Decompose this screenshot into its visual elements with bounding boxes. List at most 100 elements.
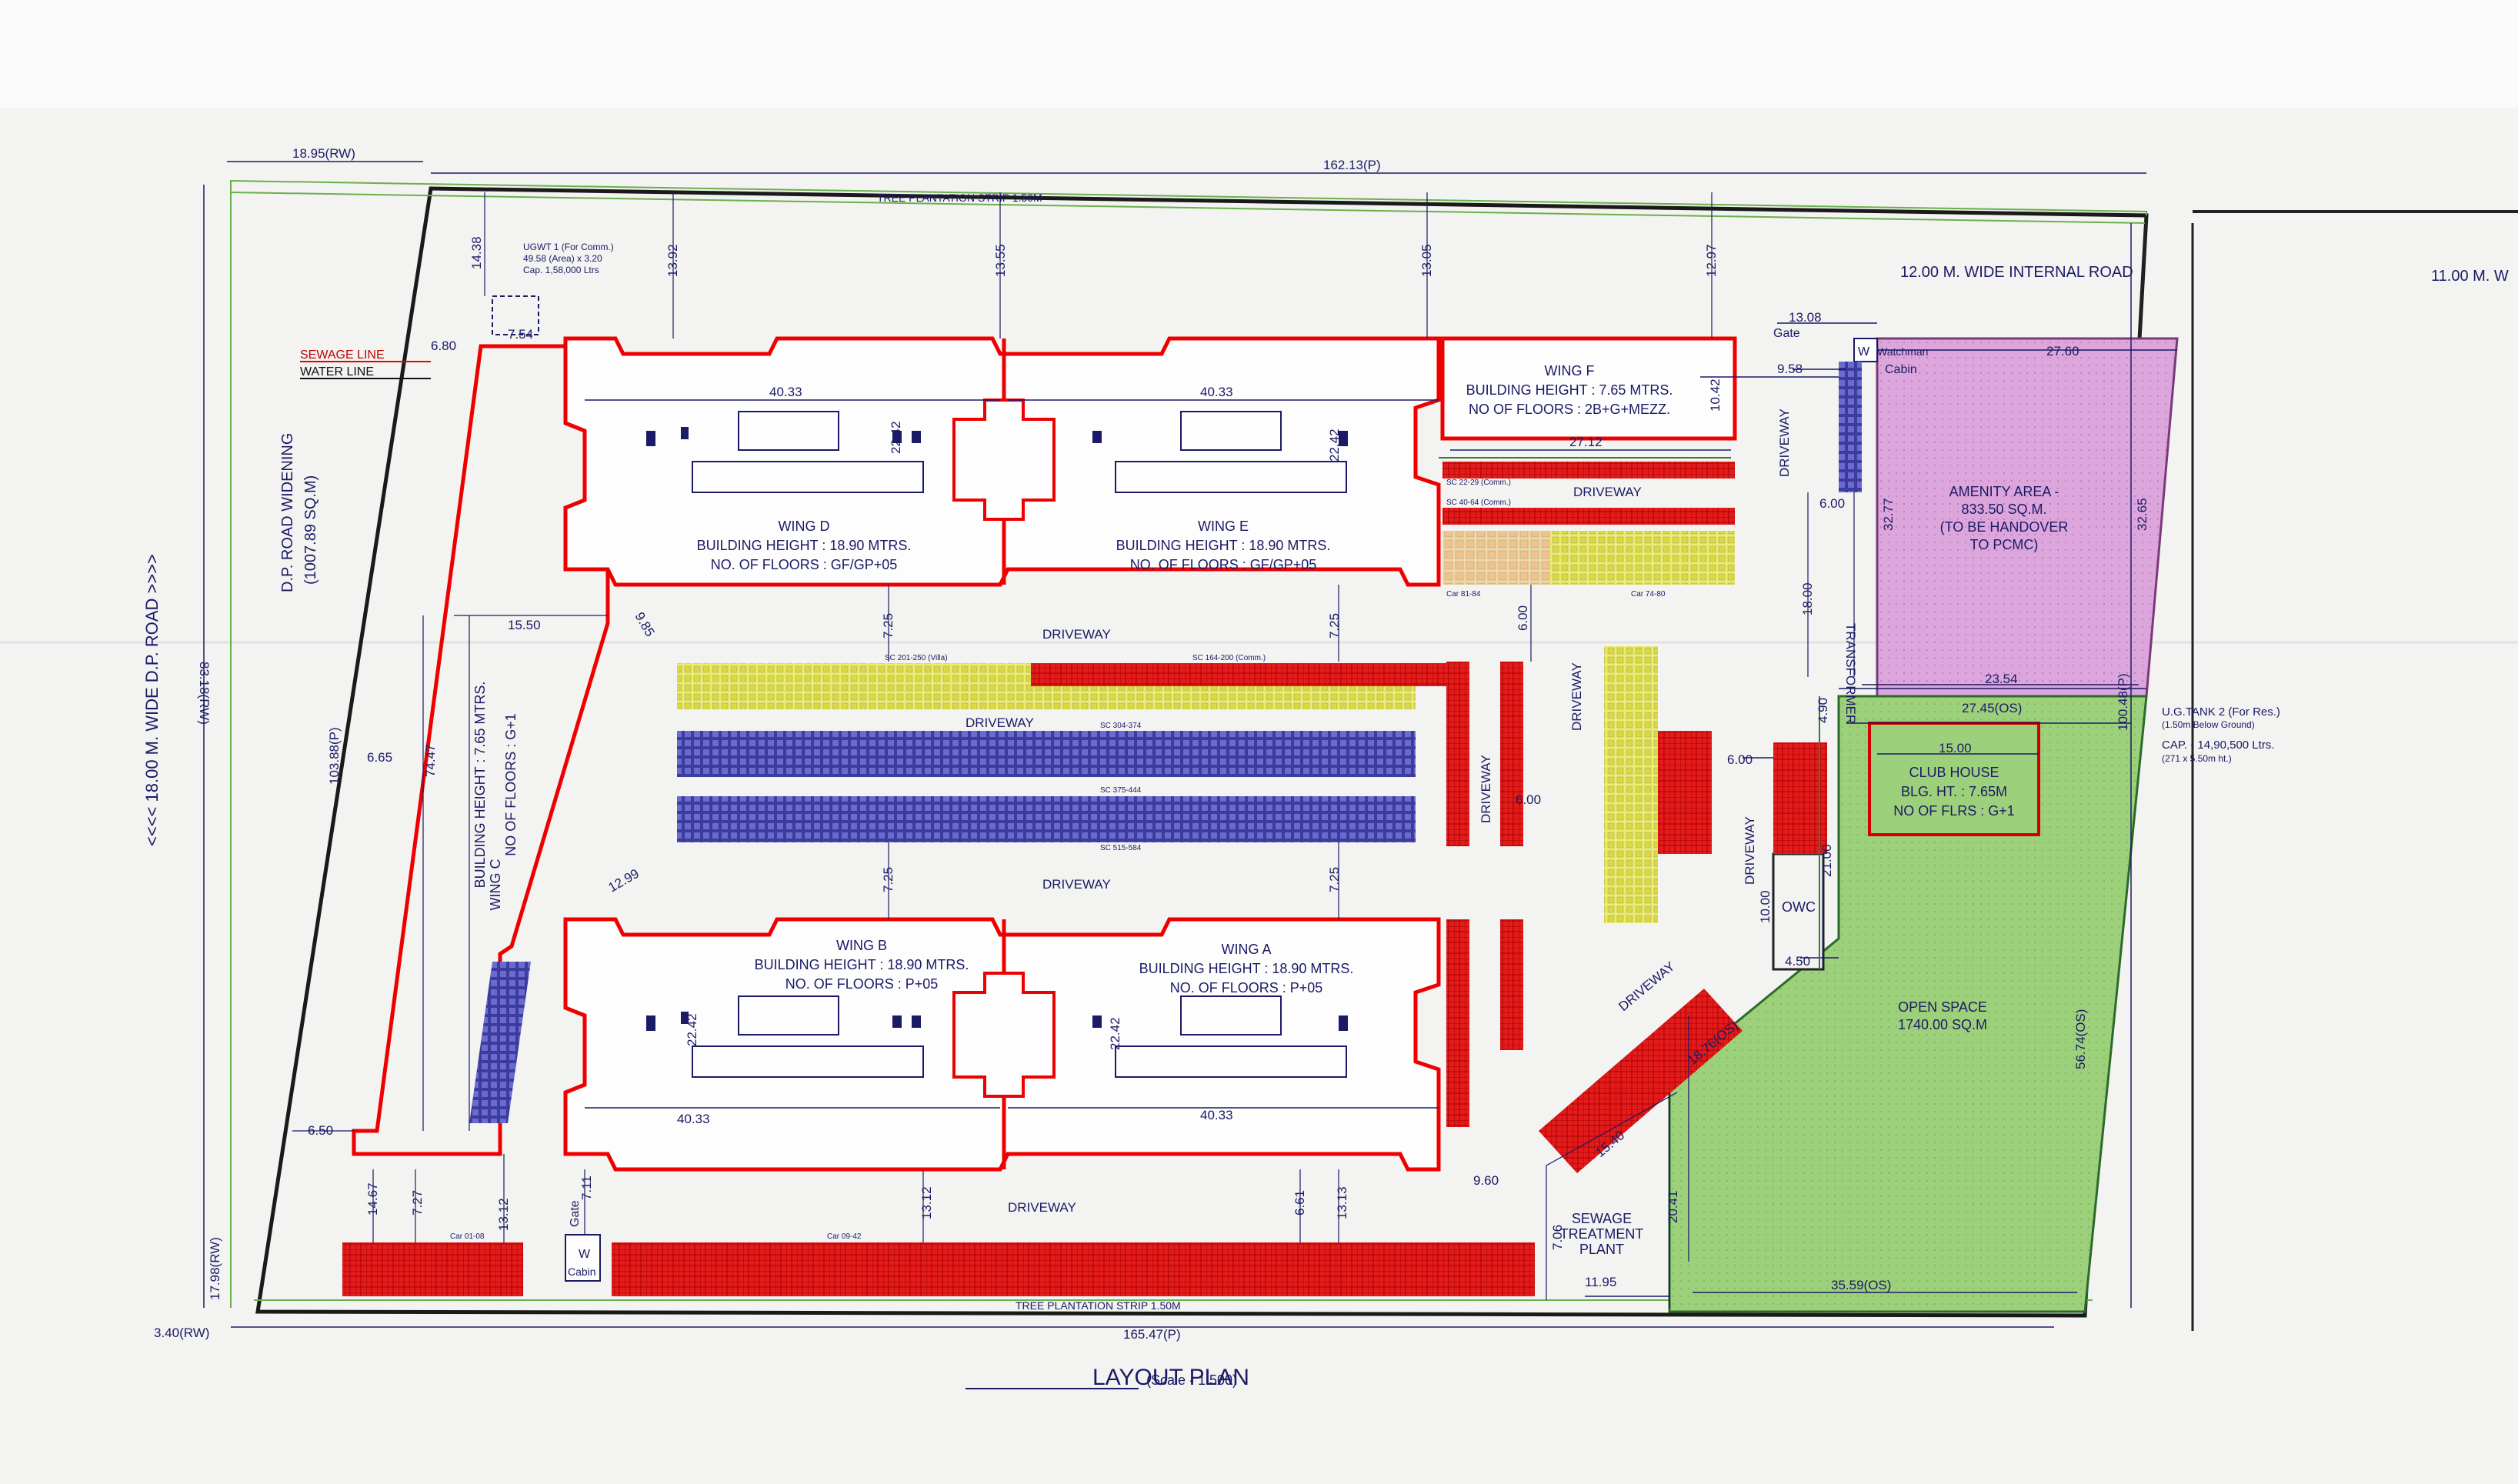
parking-label-7: Car 74-80 xyxy=(1631,590,1666,599)
paper-top xyxy=(0,0,2518,108)
dim-56-74: 56.74(OS) xyxy=(2073,1009,2088,1069)
dim-17-98: 17.98(RW) xyxy=(208,1237,222,1300)
wing-a-floors: NO. OF FLOORS : P+05 xyxy=(1170,980,1323,995)
ugwt1-line1: UGWT 1 (For Comm.) xyxy=(523,242,614,252)
dim-74-47: 74.47 xyxy=(423,744,438,777)
cabin-bottom: Cabin xyxy=(568,1266,596,1278)
parking-sc-22-29 xyxy=(1442,462,1735,479)
parking-label-10: Car 01-08 xyxy=(450,1232,485,1241)
parking-label-2: SC 164-200 (Comm.) xyxy=(1192,654,1266,662)
dim-9-58: 9.58 xyxy=(1777,362,1803,376)
dp-widening: D.P. ROAD WIDENING xyxy=(279,433,296,592)
dim-7-11: 7.11 xyxy=(579,1176,594,1200)
parking-car-74-80 xyxy=(1550,531,1735,585)
plan-scale: (Scale - 1:500) xyxy=(1146,1372,1237,1388)
stp-line2: TREATMENT xyxy=(1560,1226,1644,1242)
parking-label-9: SC 40-64 (Comm.) xyxy=(1446,499,1511,507)
dim-18-95: 18.95(RW) xyxy=(292,146,355,161)
stp-line1: SEWAGE xyxy=(1572,1211,1632,1226)
ugtank2-line4: (271 x 5.50m ht.) xyxy=(2162,753,2232,764)
amenity-area xyxy=(1876,337,2179,698)
parking-label-6: Car 81-84 xyxy=(1446,590,1481,599)
driveway-label-4: DRIVEWAY xyxy=(1008,1200,1076,1215)
wing-b-height: BUILDING HEIGHT : 18.90 MTRS. xyxy=(755,957,969,972)
dim-12-97: 12.97 xyxy=(1704,244,1719,277)
wing-a-name: WING A xyxy=(1221,942,1271,957)
dim-22-42-c: 22.42 xyxy=(685,1013,699,1046)
dim-27-45: 27.45(OS) xyxy=(1962,701,2022,715)
dim-7-25-a: 7.25 xyxy=(881,613,895,639)
dim-4-90: 4.90 xyxy=(1816,698,1830,723)
transformer-label: TRANSFORMER xyxy=(1843,623,1858,724)
road-11m-label: 11.00 M. W xyxy=(2431,268,2509,285)
dim-162-13: 162.13(P) xyxy=(1323,158,1381,172)
wing-e-name: WING E xyxy=(1198,519,1249,534)
dim-6-80: 6.80 xyxy=(431,338,456,353)
wing-c-height: BUILDING HEIGHT : 7.65 MTRS. xyxy=(472,682,488,889)
wing-c-name: WING C xyxy=(488,859,503,911)
dim-6-00-a: 6.00 xyxy=(1819,496,1845,511)
dim-11-95: 11.95 xyxy=(1585,1275,1616,1289)
dim-13-08: 13.08 xyxy=(1789,310,1822,325)
dim-20-41: 20.41 xyxy=(1666,1190,1680,1223)
dim-10-42: 10.42 xyxy=(1708,379,1723,412)
driveway-label-6: DRIVEWAY xyxy=(1777,409,1792,477)
driveway-label-8: DRIVEWAY xyxy=(1569,662,1584,731)
dim-83-18: 83.18(RW) xyxy=(197,662,212,725)
parking-sc-201-250 xyxy=(677,663,1031,709)
cabin-w-top: W xyxy=(1858,345,1870,358)
ugwt1 xyxy=(492,295,539,335)
gate-cabin-bottom xyxy=(565,1234,601,1282)
driveway-label-3: DRIVEWAY xyxy=(1042,877,1111,892)
internal-road-label: 12.00 M. WIDE INTERNAL ROAD xyxy=(1900,264,2133,281)
dim-15-50: 15.50 xyxy=(508,618,541,632)
parking-sc-304-374 xyxy=(677,731,1416,777)
dim-15-00: 15.00 xyxy=(1939,741,1972,755)
driveway-label-5: DRIVEWAY xyxy=(1573,485,1642,499)
dim-13-55: 13.55 xyxy=(993,244,1008,277)
dim-14-38: 14.38 xyxy=(469,236,484,269)
wing-b-name: WING B xyxy=(836,938,887,953)
stp-line3: PLANT xyxy=(1579,1242,1624,1257)
dim-21-00: 21.00 xyxy=(1819,844,1834,877)
dim-13-92: 13.92 xyxy=(665,244,680,277)
cabin-top: Cabin xyxy=(1885,363,1917,376)
dim-6-61: 6.61 xyxy=(1292,1190,1307,1216)
clubhouse-name: CLUB HOUSE xyxy=(1909,765,1999,780)
watchman-label: Watchman xyxy=(1877,345,1928,358)
parking-label-1: SC 201-250 (Villa) xyxy=(885,654,948,662)
parking-sc-164-200 xyxy=(1031,663,1462,686)
wing-d-floors: NO. OF FLOORS : GF/GP+05 xyxy=(711,557,898,572)
dim-100-48: 100.48(P) xyxy=(2116,673,2130,731)
dim-6-00-d: 6.00 xyxy=(1516,605,1530,631)
wing-d-name: WING D xyxy=(779,519,830,534)
strip-top: TREE PLANTATION STRIP 1.50M xyxy=(877,192,1042,204)
parking-yellow-vertical xyxy=(1604,646,1658,923)
wing-d-height: BUILDING HEIGHT : 18.90 MTRS. xyxy=(697,538,912,553)
owc-label: OWC xyxy=(1782,899,1816,915)
wing-e-floors: NO. OF FLOORS : GF/GP+05 xyxy=(1130,557,1317,572)
wing-f-height: BUILDING HEIGHT : 7.65 MTRS. xyxy=(1466,382,1673,398)
dim-7-25-b: 7.25 xyxy=(1327,613,1342,639)
dim-22-42-b: 22.42 xyxy=(1327,429,1342,462)
dim-22-42-a: 22.42 xyxy=(889,421,903,454)
driveway-label-7: DRIVEWAY xyxy=(1479,755,1493,823)
dp-widening-area: (1007.89 SQ.M) xyxy=(302,475,319,585)
dp-road-label: <<<< 18.00 M. WIDE D.P. ROAD >>>> xyxy=(142,554,162,846)
dim-7-25-c: 7.25 xyxy=(881,867,895,892)
legend-sewage: SEWAGE LINE xyxy=(300,348,385,362)
plan-title: LAYOUT PLAN xyxy=(1092,1365,1249,1390)
open-space xyxy=(1668,695,2148,1313)
open-space-name: OPEN SPACE xyxy=(1898,999,1987,1015)
gate-top: Gate xyxy=(1773,327,1800,340)
dim-22-42-d: 22.42 xyxy=(1108,1017,1122,1050)
legend-water: WATER LINE xyxy=(300,365,374,379)
amenity-line2: 833.50 SQ.M. xyxy=(1961,502,2046,517)
dim-35-59: 35.59(OS) xyxy=(1831,1278,1891,1292)
wing-c-floors: NO OF FLOORS : G+1 xyxy=(503,713,519,856)
parking-label-5: SC 515-584 xyxy=(1100,844,1142,852)
dim-103-88: 103.88(P) xyxy=(327,727,342,785)
ugtank2-line3: CAP. - 14,90,500 Ltrs. xyxy=(2162,739,2274,752)
